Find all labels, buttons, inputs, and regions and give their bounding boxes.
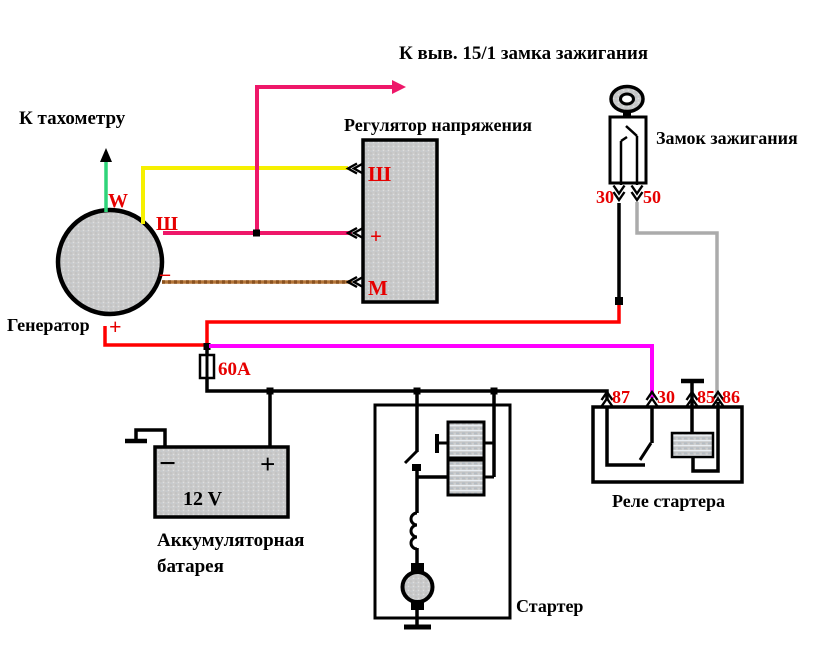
battery-minus-symbol: − — [159, 447, 176, 480]
relay-terminal-30: 30 — [657, 387, 675, 407]
chevron-down-icon — [612, 184, 626, 196]
starter-box — [373, 403, 512, 620]
relay-86-wire — [691, 402, 720, 473]
starter-motor — [400, 570, 435, 604]
wire-red-to-ignition-30 — [205, 305, 621, 348]
wire-battery-ground — [134, 428, 167, 447]
relay-87-wire — [605, 407, 645, 467]
chevron-left-icon — [345, 226, 358, 240]
battery-label-line1: Аккумуляторная — [157, 530, 304, 551]
chevron-up-icon — [685, 389, 699, 401]
chevron-left-icon — [351, 162, 364, 175]
chevron-up-icon — [645, 389, 659, 401]
chevron-down-icon — [612, 191, 626, 203]
ignition-switch-label: Замок зажигания — [656, 128, 798, 148]
generator-terminal-w: W — [108, 190, 128, 212]
solenoid-winding-upper — [446, 420, 486, 460]
chevron-up-icon — [711, 396, 725, 408]
wire-magenta-to-relay-30 — [209, 344, 654, 398]
ignition-switch-contact — [619, 125, 639, 185]
chevron-left-icon — [351, 226, 364, 240]
relay-terminal-86: 86 — [722, 387, 740, 407]
motor-brush-top — [411, 563, 424, 572]
wire-yellow-sh — [141, 166, 348, 224]
generator-label: Генератор — [7, 315, 90, 335]
arrow-right-icon — [392, 80, 406, 94]
starter-switch-blade — [403, 449, 419, 465]
ignition-key-stem — [623, 110, 631, 118]
regulator-terminal-arrows — [345, 162, 364, 289]
arrow-up-icon — [100, 148, 112, 162]
regulator-label: Регулятор напряжения — [344, 115, 532, 135]
ignition-key-hole — [619, 92, 635, 106]
regulator-terminal-m: М — [368, 276, 388, 300]
chevron-left-icon — [351, 275, 364, 289]
junction-dot — [203, 343, 211, 350]
junction-dot — [615, 297, 623, 305]
motor-brush-bottom — [411, 601, 424, 610]
battery-label-line2: батарея — [157, 556, 224, 577]
battery-plus-symbol: + — [260, 449, 275, 479]
generator-terminal-minus: – — [159, 263, 171, 285]
wire-red-generator-plus — [103, 326, 207, 347]
regulator-terminal-sh: Ш — [368, 162, 391, 186]
starter-relay-label: Реле стартера — [612, 491, 725, 511]
generator-terminal-sh: Ш — [156, 213, 178, 235]
starter-relay-box — [591, 405, 744, 484]
relay-switch-blade — [638, 442, 653, 461]
junction-dot — [253, 229, 260, 237]
relay-coil — [670, 431, 715, 459]
starter-contact-dot — [412, 464, 421, 471]
annotation-to-tachometer: К тахометру — [19, 108, 126, 129]
relay-terminal-85: 85 — [697, 387, 715, 407]
voltage-regulator-body — [361, 138, 439, 304]
annotation-to-ignition-terminal: К выв. 15/1 замка зажигания — [399, 43, 648, 64]
chevron-up-icon — [711, 389, 725, 401]
starter-label: Стартер — [516, 596, 583, 616]
generator-body — [55, 207, 165, 317]
battery-voltage: 12 V — [183, 488, 223, 510]
solenoid-winding-lower — [446, 458, 486, 497]
chevron-down-icon — [630, 184, 644, 196]
ignition-terminal-arrows — [612, 184, 644, 203]
relay-terminal-arrows — [600, 389, 725, 408]
chevron-down-icon — [630, 191, 644, 203]
wire-pink-to-ignition — [255, 85, 394, 233]
wire-gray-50-to-86 — [635, 202, 719, 398]
generator-terminal-plus: + — [109, 314, 122, 339]
chevron-up-icon — [685, 396, 699, 408]
ignition-terminal-30: 30 — [596, 187, 614, 207]
ignition-terminal-50: 50 — [643, 187, 661, 207]
chevron-left-icon — [345, 162, 358, 175]
chevron-up-icon — [600, 396, 614, 408]
chevron-left-icon — [345, 275, 358, 289]
battery-body — [153, 445, 290, 519]
relay-terminal-87: 87 — [612, 387, 630, 407]
chevron-up-icon — [600, 389, 614, 401]
starter-coil — [409, 511, 418, 551]
fuse-rating: 60А — [218, 359, 251, 380]
regulator-terminal-plus: + — [370, 224, 382, 248]
chevron-up-icon — [645, 396, 659, 408]
